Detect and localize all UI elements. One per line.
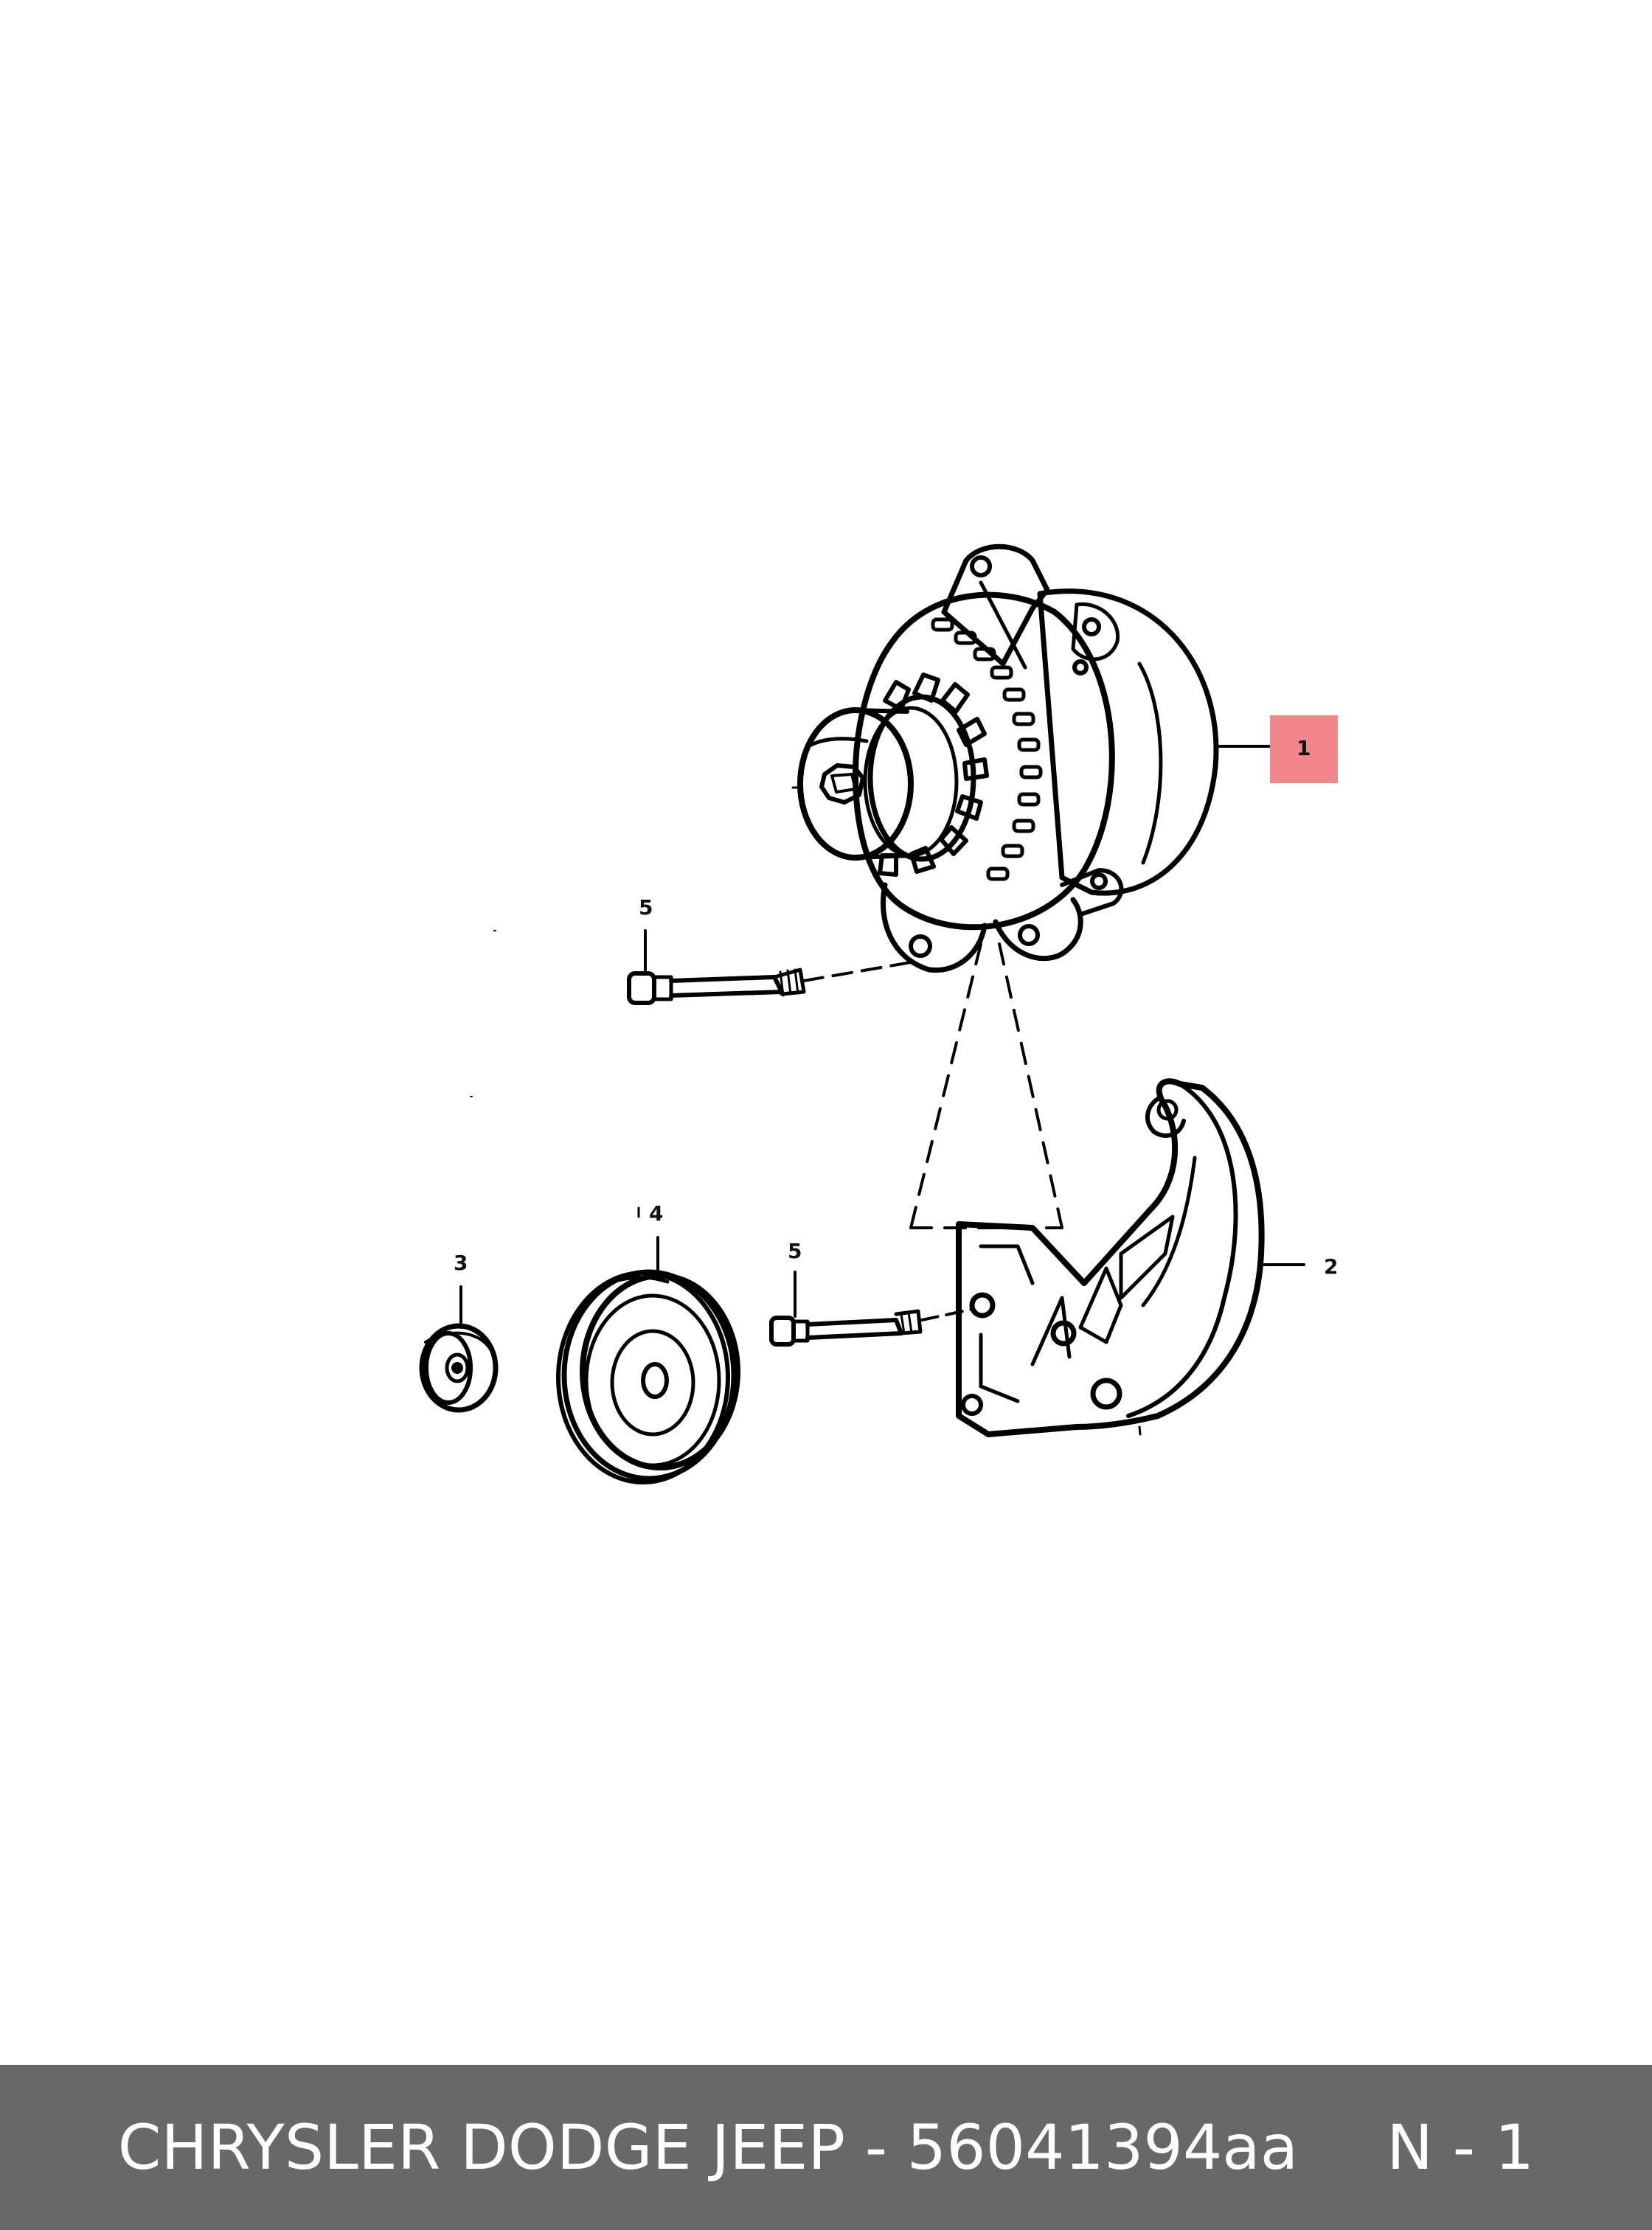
washer[interactable] (419, 1323, 499, 1413)
alternator[interactable] (791, 543, 1219, 973)
bolt-lower[interactable] (769, 1307, 975, 1347)
parts-diagram: 1 2 3 4 5 5 (419, 543, 1338, 1484)
callout-1[interactable]: 1 (1215, 715, 1338, 783)
callout-2[interactable]: 2 (1261, 1254, 1338, 1279)
callout-2-label: 2 (1324, 1254, 1338, 1279)
callout-4-label: 4 (649, 1201, 663, 1226)
mounting-bracket[interactable] (956, 1078, 1265, 1437)
footer-bar: CHRYSLER DODGE JEEP - 56041394aa N - 1 (0, 2065, 1652, 2230)
callout-1-highlight (1270, 715, 1338, 783)
callout-4[interactable]: 4 (637, 1201, 663, 1277)
callout-5-lower[interactable]: 5 (788, 1239, 802, 1318)
callout-3-label: 3 (454, 1251, 468, 1275)
callout-3[interactable]: 3 (454, 1251, 468, 1329)
callout-5-lower-label: 5 (788, 1239, 802, 1263)
scan-specks (470, 930, 496, 1097)
quantity-label: N - 1 (1386, 2111, 1535, 2184)
idler-pulley[interactable] (556, 1269, 740, 1484)
assembly-guide-lines (909, 942, 1063, 1229)
callout-5-upper-label: 5 (639, 895, 653, 920)
part-number-label: CHRYSLER DODGE JEEP - 56041394aa (117, 2111, 1299, 2184)
callout-1-label: 1 (1297, 736, 1311, 760)
callout-5-upper[interactable]: 5 (639, 895, 653, 973)
bolt-upper[interactable] (627, 961, 912, 1005)
